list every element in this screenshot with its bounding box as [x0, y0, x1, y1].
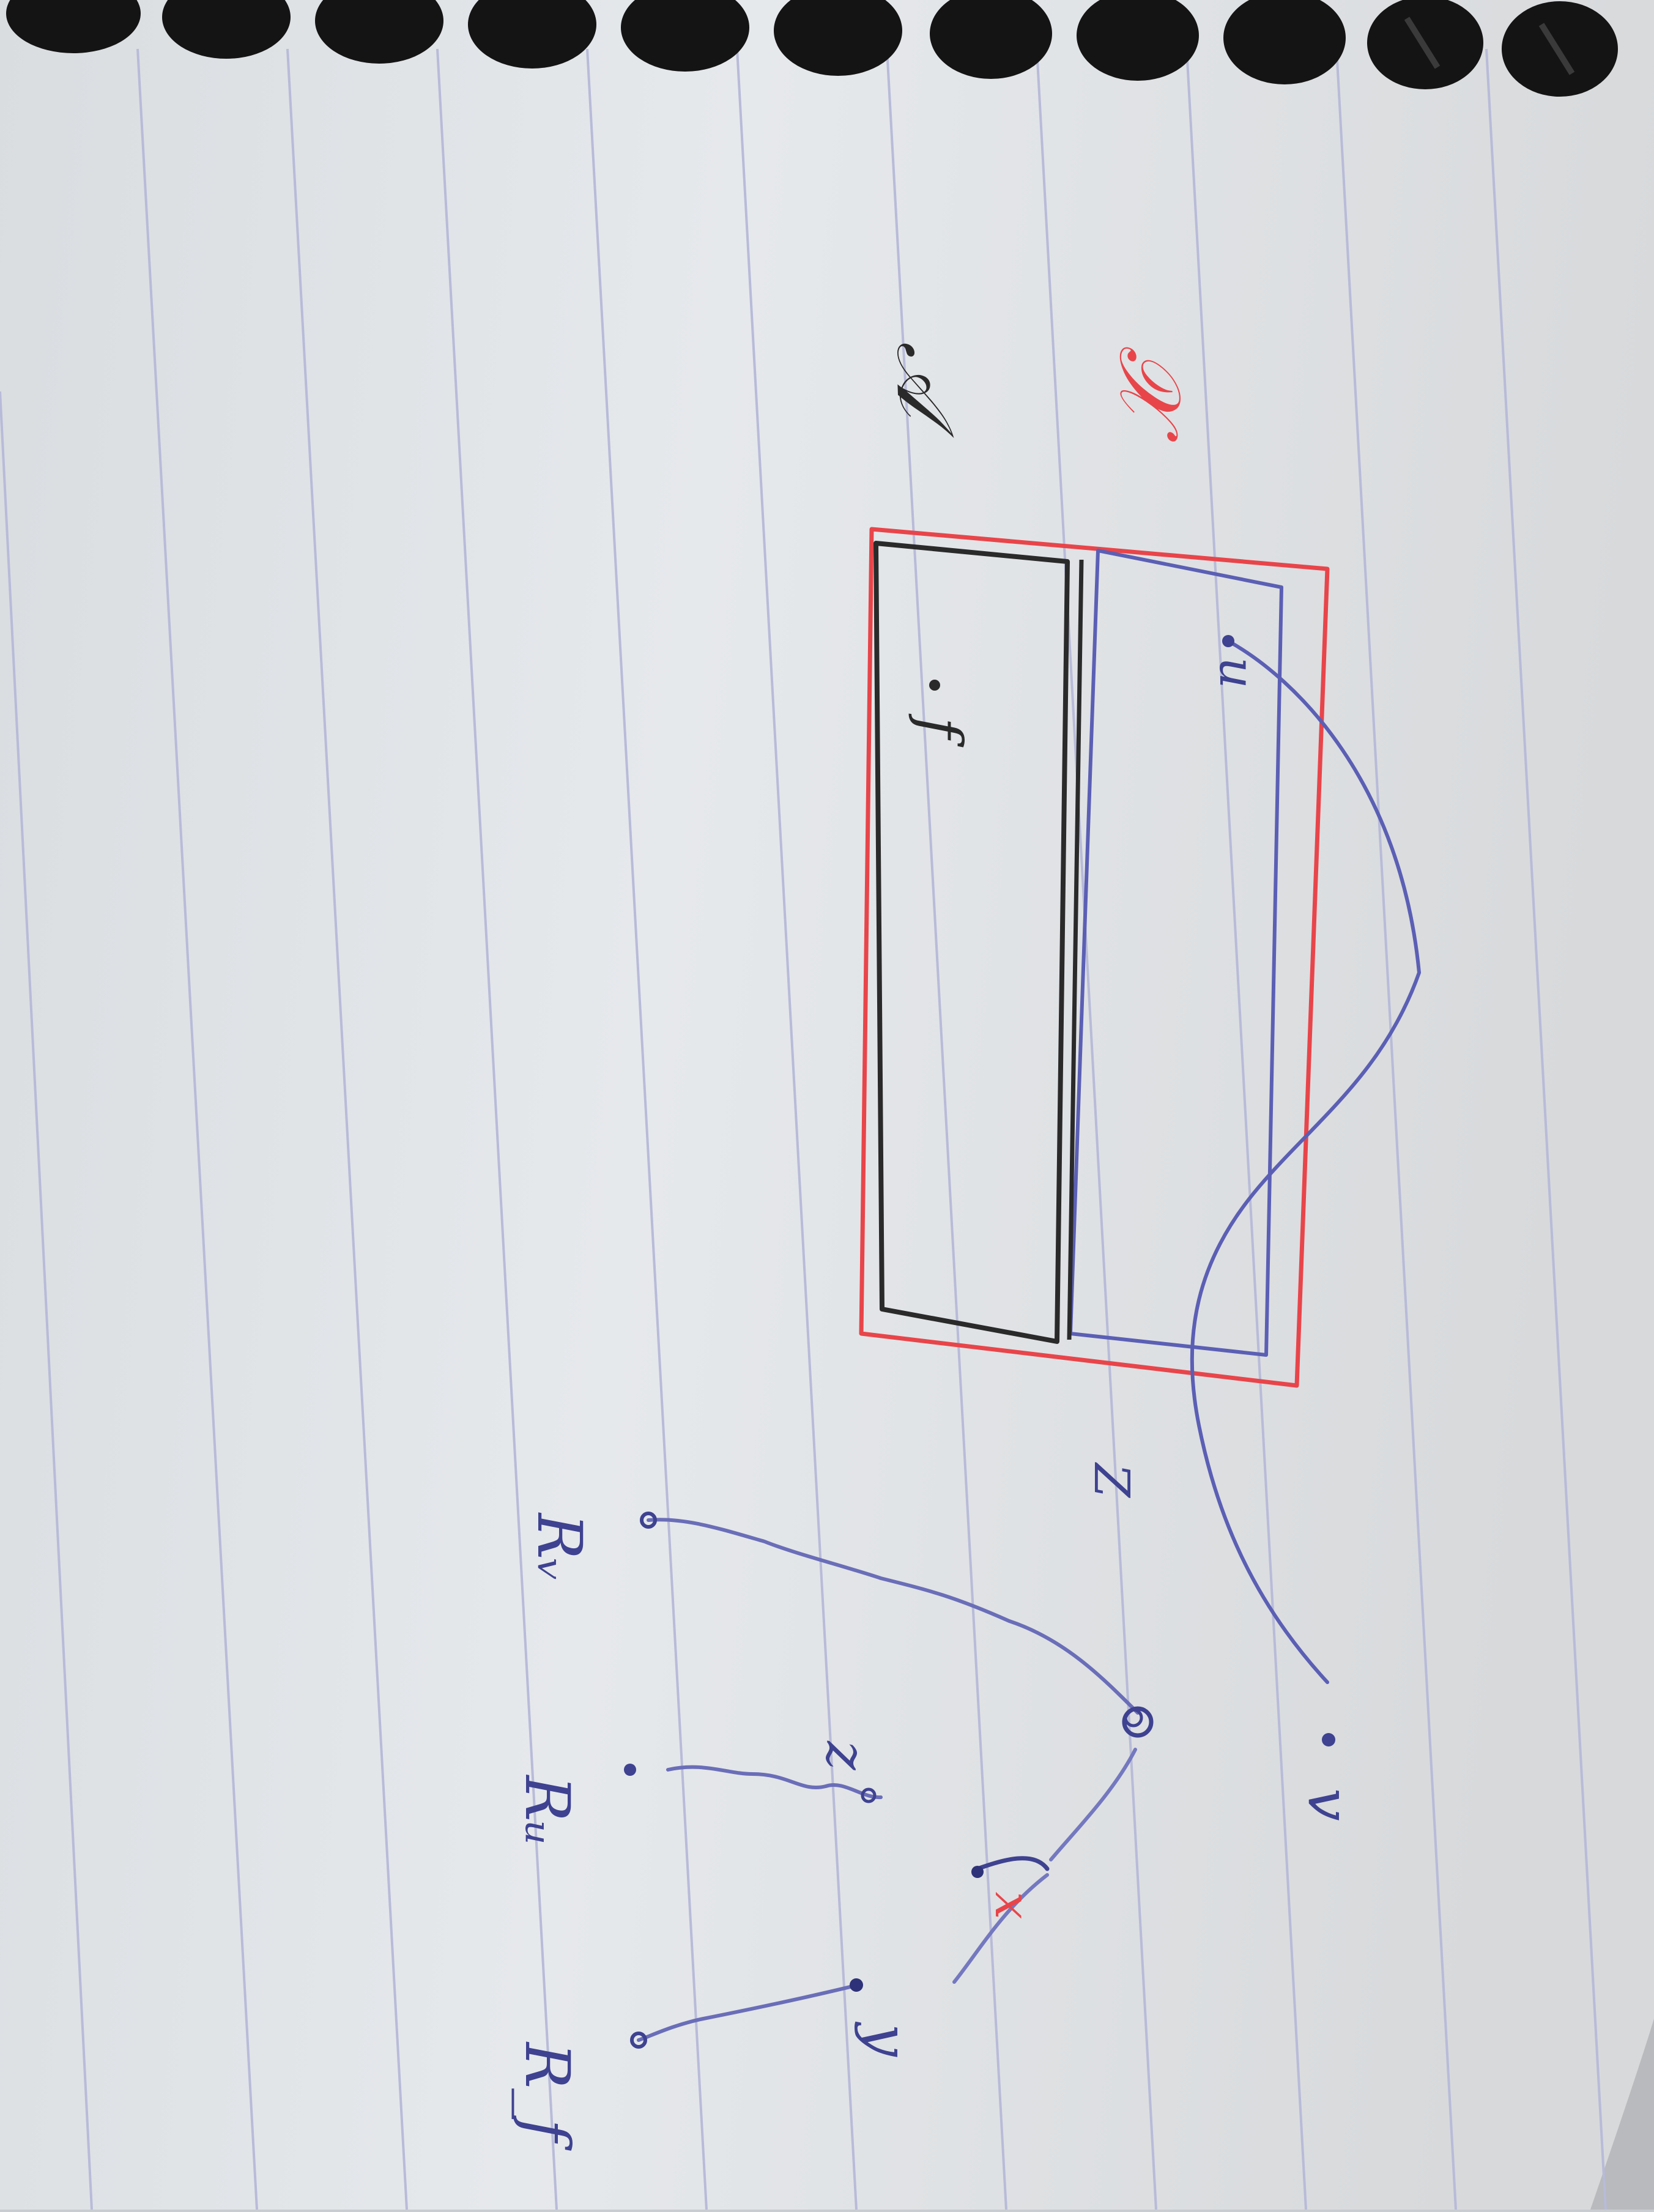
label-ru: Rᵤ	[511, 1774, 583, 1846]
node-z	[861, 1787, 877, 1803]
ruled-lines	[0, 48, 1607, 2210]
black-region-rectangle	[873, 541, 1070, 1344]
edge-y-to-rf	[637, 1983, 859, 2042]
label-x: x	[984, 1891, 1041, 1919]
node-ru	[624, 1764, 636, 1776]
paper-edge	[1590, 2019, 1654, 2210]
edge-x-to-y	[952, 1873, 1049, 1984]
edge-z-to-ru	[666, 1765, 883, 1800]
spiral-binding	[6, 0, 1618, 97]
edge-o-to-x	[1049, 1748, 1137, 1861]
label-z: z	[814, 1740, 878, 1770]
label-v: v	[1295, 1788, 1362, 1821]
node-root-ring-inner	[1124, 1708, 1143, 1728]
label-rv: Rᵥ	[524, 1512, 595, 1583]
edge-x-to-z	[975, 1856, 1050, 1871]
label-rf: R_f	[511, 2041, 583, 2151]
label-u: u	[1209, 657, 1266, 689]
point-f	[929, 680, 940, 691]
point-u	[1222, 635, 1234, 647]
node-rv	[640, 1512, 657, 1529]
blue-region-rectangle	[1069, 549, 1283, 1357]
node-y	[850, 1978, 863, 1992]
curve-u-to-v	[1190, 639, 1422, 1684]
network-edges	[637, 1518, 1140, 2042]
point-v	[1322, 1733, 1335, 1746]
network-nodes	[624, 1512, 1154, 2049]
label-big-z: Z	[1083, 1461, 1140, 1498]
spiral-wires	[1404, 17, 1575, 75]
label-y: y	[853, 2021, 921, 2057]
node-root-ring	[1122, 1706, 1154, 1738]
node-rf	[630, 2032, 647, 2049]
black-divider-line	[1067, 559, 1084, 1340]
edge-o-to-rv	[647, 1518, 1140, 1715]
outer-set-rectangle	[859, 527, 1330, 1388]
node-x	[971, 1866, 984, 1878]
